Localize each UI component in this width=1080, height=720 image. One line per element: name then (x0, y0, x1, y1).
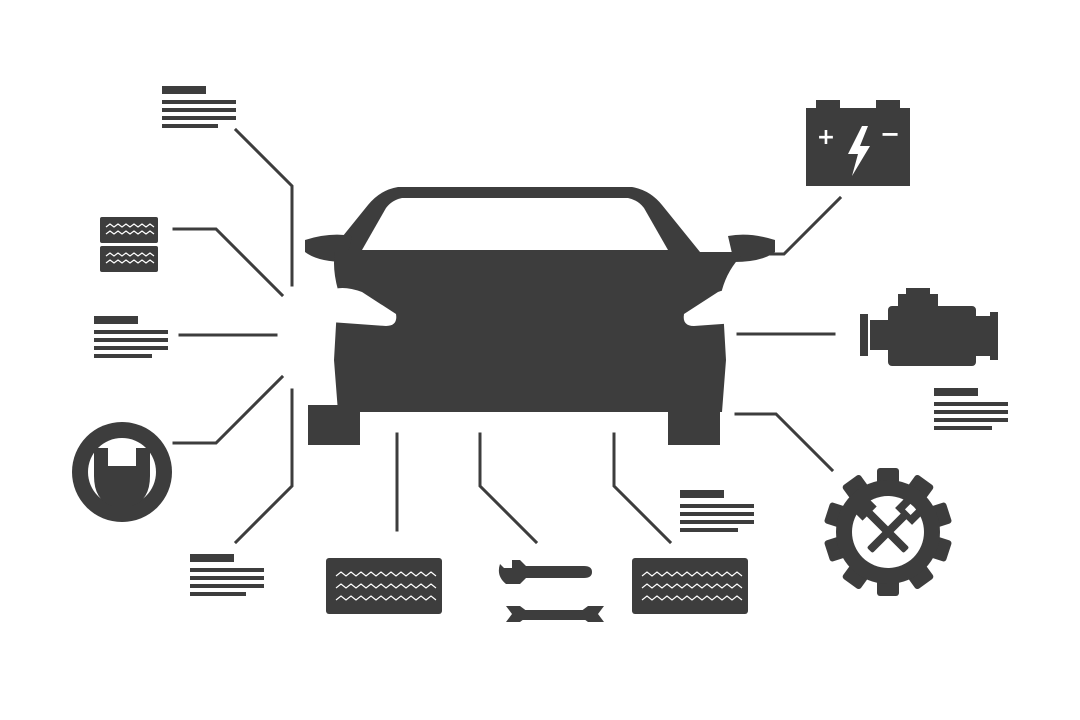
text-block-icon (934, 388, 1008, 430)
car-body (334, 252, 745, 412)
text-block-icon (680, 490, 754, 532)
connector-lower-left (172, 374, 285, 445)
spanner-icon (506, 606, 604, 622)
engine-icon (860, 288, 998, 366)
right-headlight (683, 288, 755, 326)
adjustable-wrench-icon (498, 560, 592, 584)
battery-icon: + − (806, 100, 910, 186)
windshield (362, 198, 668, 250)
connector-bottom-2 (478, 432, 539, 545)
connector-top-left (233, 127, 294, 287)
connector-gear (734, 412, 835, 473)
connector-upper-left (172, 227, 285, 298)
connector-bottom-left (233, 388, 294, 545)
text-block-icon (94, 316, 168, 358)
left-headlight (325, 288, 397, 326)
connector-bottom-3 (612, 432, 673, 545)
tire-tread-icon (632, 558, 748, 614)
wrench-badge-icon (72, 422, 172, 522)
text-block-icon (162, 86, 236, 128)
tire-tread-icon (100, 217, 158, 272)
battery-minus-label: − (880, 120, 900, 148)
connector-lines (172, 127, 843, 545)
battery-plus-label: + (817, 125, 835, 150)
lightning-bolt-icon (848, 126, 870, 176)
tire-tread-icon (326, 558, 442, 614)
left-wheel (308, 405, 360, 445)
gear-wrench-screwdriver-icon (824, 468, 952, 596)
right-wheel (668, 405, 720, 445)
connector-battery (736, 195, 843, 256)
car-front-icon (305, 187, 775, 445)
text-block-icon (190, 554, 264, 596)
